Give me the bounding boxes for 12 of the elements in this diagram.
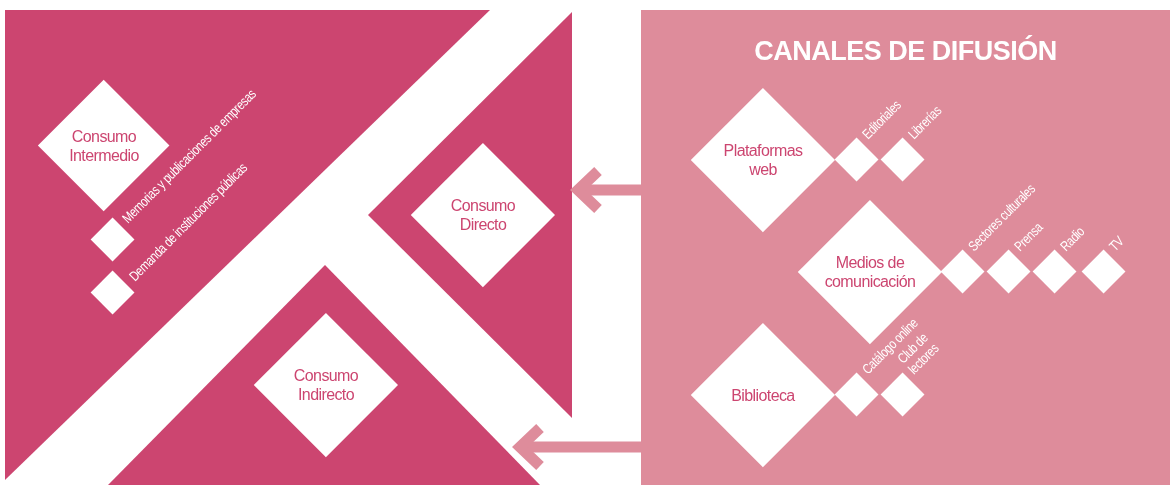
diamond-label: Consumo Indirecto — [292, 366, 360, 404]
diamond-label: Medios de comunicación — [823, 253, 917, 291]
panel-background — [641, 10, 1170, 485]
rotated-label: TV — [1106, 233, 1127, 254]
arrow — [514, 422, 641, 472]
diamond-label: Biblioteca — [731, 385, 795, 405]
diamond-label: Plataformas web — [722, 141, 804, 179]
panel-title: CANALES DE DIFUSIÓN — [753, 36, 1058, 67]
rotated-label: Radio — [1057, 224, 1088, 254]
diamond-label: Consumo Intermedio — [68, 127, 140, 165]
arrow — [572, 165, 641, 215]
diamond-label: Consumo Directo — [449, 196, 517, 234]
